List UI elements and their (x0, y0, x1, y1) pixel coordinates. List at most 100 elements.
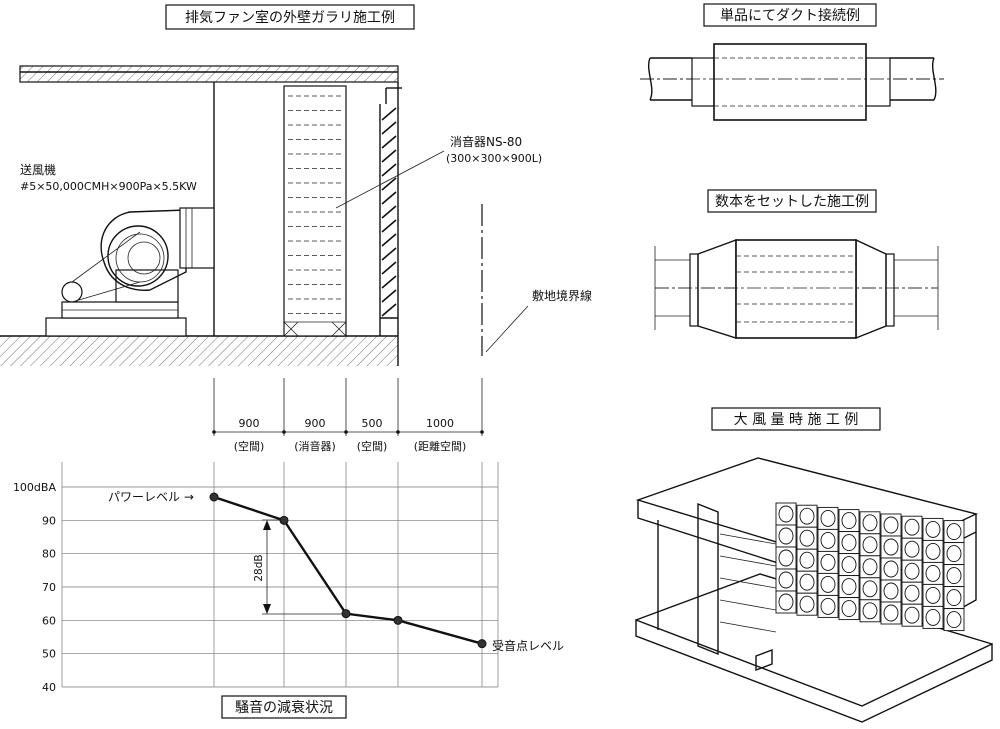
cell-opening (925, 586, 941, 604)
cell-opening (778, 593, 794, 611)
cell-opening (841, 556, 857, 574)
y-tick-label: 70 (42, 581, 56, 594)
power-level-label: パワーレベル → (108, 490, 194, 504)
cell-opening (904, 518, 920, 536)
dim-value-4: 1000 (426, 417, 454, 430)
silencer-cell-array (719, 502, 965, 633)
cell-opening (799, 573, 815, 591)
dim-caption-1: (空間) (234, 439, 265, 453)
multi-set-title: 数本をセットした施工例 (715, 194, 869, 210)
dim-caption-3: (空間) (357, 439, 388, 453)
cell-opening (841, 512, 857, 530)
cell-opening (946, 567, 962, 585)
cell-opening (820, 575, 836, 593)
cell-opening (925, 520, 941, 538)
data-point (209, 492, 219, 502)
dim-value-1: 900 (239, 417, 260, 430)
data-point (393, 615, 403, 625)
dimension-line: 900 (空間) 900 (消音器) 500 (空間) 1000 (距離空間) (212, 378, 484, 453)
cell-opening (925, 564, 941, 582)
chart-title-box: 騒音の減衰状況 (221, 695, 347, 719)
cell-opening (883, 604, 899, 622)
cell-opening (778, 505, 794, 523)
panel-line (719, 555, 777, 567)
cell-opening (862, 558, 878, 576)
panel-line (719, 577, 777, 589)
cell-opening (925, 608, 941, 626)
cell-opening (841, 534, 857, 552)
cell-opening (883, 516, 899, 534)
drop-marker: 28dB (253, 519, 346, 615)
y-tick-label: 40 (42, 681, 56, 694)
chart-series (209, 492, 487, 649)
cell-opening (883, 538, 899, 556)
y-tick-label: 50 (42, 648, 56, 661)
cell-opening (820, 597, 836, 615)
boundary-leader-line (485, 305, 529, 353)
fan-name-label: 送風機 (20, 162, 56, 177)
cell-opening (883, 560, 899, 578)
dim-caption-2: (消音器) (294, 439, 336, 453)
panel-line (719, 599, 777, 611)
single-duct-title: 単品にてダクト接続例 (720, 7, 860, 24)
cell-opening (799, 551, 815, 569)
cell-opening (778, 527, 794, 545)
wall-example-title-box: 排気ファン室の外壁ガラリ施工例 (165, 4, 415, 30)
cell-opening (862, 580, 878, 598)
cell-opening (904, 584, 920, 602)
floor-slab (0, 317, 399, 366)
dim-value-2: 900 (305, 417, 326, 430)
cell-opening (799, 529, 815, 547)
cell-opening (862, 536, 878, 554)
cell-opening (799, 507, 815, 525)
cell-opening (904, 540, 920, 558)
chart-y-ticks: 100dBA 90 80 70 60 50 40 (13, 481, 57, 694)
cell-opening (841, 600, 857, 618)
dim-value-3: 500 (362, 417, 383, 430)
single-duct-example: 単品にてダクト接続例 (640, 3, 944, 121)
silencer-leader-line (335, 150, 445, 209)
wall-louver-example: 排気ファン室の外壁ガラリ施工例 (0, 4, 592, 366)
y-tick-label: 80 (42, 548, 56, 561)
cell-opening (799, 595, 815, 613)
large-air-title: 大 風 量 時 施 工 例 (734, 412, 859, 428)
cell-opening (862, 514, 878, 532)
cell-opening (862, 602, 878, 620)
silencer-block (283, 85, 347, 337)
dim-caption-4: (距離空間) (414, 439, 467, 453)
cell-opening (946, 589, 962, 607)
cell-opening (904, 562, 920, 580)
cell-opening (946, 523, 962, 541)
cell-opening (883, 582, 899, 600)
cell-opening (820, 509, 836, 527)
receive-level-label: 受音点レベル (492, 638, 564, 653)
large-air-volume-example: 大 風 量 時 施 工 例 (635, 407, 993, 723)
cell-opening (778, 571, 794, 589)
fan-spec-label: #5×50,000CMH×900Pa×5.5KW (20, 180, 197, 193)
multi-set-example: 数本をセットした施工例 (654, 189, 939, 340)
cell-opening (820, 553, 836, 571)
cell-opening (820, 531, 836, 549)
cell-opening (946, 611, 962, 629)
panel-line (719, 533, 777, 545)
panel-line (719, 621, 777, 633)
y-tick-label: 90 (42, 514, 56, 527)
chart-title: 騒音の減衰状況 (235, 699, 333, 716)
y-tick-label: 60 (42, 614, 56, 627)
cell-opening (946, 545, 962, 563)
boundary-line-label: 敷地境界線 (532, 288, 592, 303)
drop-label: 28dB (253, 554, 265, 581)
wall-example-title: 排気ファン室の外壁ガラリ施工例 (185, 9, 395, 26)
data-point (477, 639, 487, 649)
ceiling-slab (19, 65, 402, 104)
cell-opening (925, 542, 941, 560)
y-tick-label: 100dBA (13, 481, 57, 494)
cell-opening (778, 549, 794, 567)
exterior-louver (379, 100, 399, 318)
silencer-name-label: 消音器NS-80 (450, 134, 522, 149)
chart-grid (61, 462, 499, 688)
silencer-size-label: (300×300×900L) (446, 152, 542, 165)
